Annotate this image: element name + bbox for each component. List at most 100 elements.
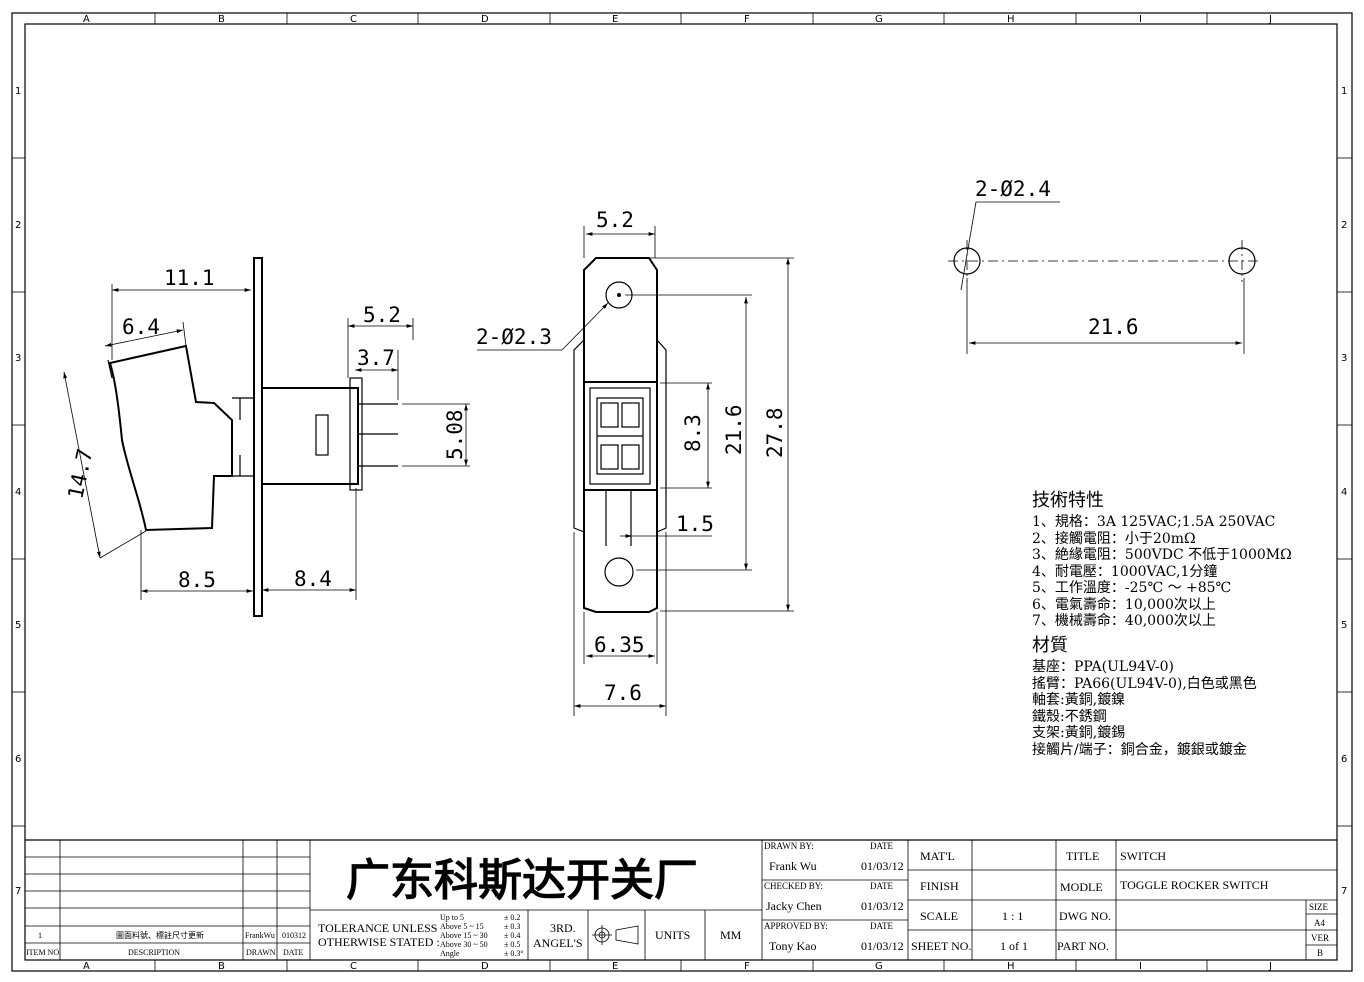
spec-notes: 技術特性 1、規格：3A 125VAC;1.5A 250VAC 2、接觸電阻：小… xyxy=(1032,490,1292,758)
dim-label: 2-Ø2.4 xyxy=(975,177,1051,201)
col-label: H xyxy=(1007,14,1015,25)
scale-label: SCALE xyxy=(920,909,958,923)
col-label: G xyxy=(875,14,883,25)
dim-label: 21.6 xyxy=(722,404,746,455)
spec-item: 3、絶緣電阻：500VDC 不低于1000MΩ xyxy=(1032,547,1292,563)
row-label: 4 xyxy=(1341,487,1347,498)
spec-item: 1、規格：3A 125VAC;1.5A 250VAC xyxy=(1032,514,1275,530)
tol-value: ± 0.3° xyxy=(504,949,524,958)
row-label: 7 xyxy=(1341,886,1347,897)
front-view: 5.2 2-Ø2.3 8.3 21.6 27.8 1.5 6.35 7.6 xyxy=(476,208,794,716)
tol-range: Angle xyxy=(440,949,460,958)
zone-labels: A B C D E F G H I J A B C D E F G H I J … xyxy=(15,14,1347,972)
dim-label: 14.7 xyxy=(63,447,97,501)
dim-label: 5.2 xyxy=(363,303,401,327)
model-value: TOGGLE ROCKER SWITCH xyxy=(1120,878,1269,892)
units-label: UNITS xyxy=(655,928,690,942)
dim-label: 2-Ø2.3 xyxy=(476,325,552,349)
dim-label: 8.3 xyxy=(681,414,705,452)
drawn-date: 01/03/12 xyxy=(861,859,904,873)
rev-item-no: 1 xyxy=(38,931,42,940)
dim-label: 5.2 xyxy=(596,208,634,232)
finish-label: FINISH xyxy=(920,879,959,893)
sheet-value: 1 of 1 xyxy=(1000,939,1028,953)
matl-label: MAT'L xyxy=(920,849,955,863)
row-label: 6 xyxy=(15,754,21,765)
approved-by: Tony Kao xyxy=(769,939,816,953)
date-label: DATE xyxy=(870,841,893,851)
col-label: B xyxy=(218,14,225,25)
title-block: 1 圖面料號、標註尺寸更新 FrankWu 010312 ITEM NO. DE… xyxy=(25,839,1337,960)
spec-item: 6、電氣壽命：10,000次以上 xyxy=(1032,596,1216,613)
size-label: SIZE xyxy=(1309,902,1329,912)
col-label: D xyxy=(481,961,489,972)
material-item: 軸套:黃銅,鍍鎳 xyxy=(1032,691,1125,708)
part-no-label: PART NO. xyxy=(1057,939,1109,953)
approved-date: 01/03/12 xyxy=(861,939,904,953)
title-label: TITLE xyxy=(1066,849,1099,863)
col-label: J xyxy=(1268,14,1272,25)
row-label: 1 xyxy=(15,86,21,97)
col-label: F xyxy=(744,961,750,972)
ver-label: VER xyxy=(1311,933,1329,943)
dim-label: 3.7 xyxy=(357,346,395,370)
material-item: 支架:黃銅,鍍錫 xyxy=(1032,724,1125,741)
side-view: 11.1 6.4 14.7 8.5 8.4 5.2 3.7 5.08 xyxy=(63,257,470,617)
row-label: 3 xyxy=(15,353,21,364)
size-value: A4 xyxy=(1314,918,1325,928)
projection-label: ANGEL'S xyxy=(533,936,583,950)
projection-symbol-icon xyxy=(592,925,639,945)
tol-value: ± 0.5 xyxy=(504,940,520,949)
tol-value: ± 0.3 xyxy=(504,922,520,931)
rev-drawn: FrankWu xyxy=(245,931,275,940)
dim-label: 6.35 xyxy=(594,633,645,657)
material-item: 基座：PPA(UL94V-0) xyxy=(1032,658,1174,675)
row-label: 4 xyxy=(15,487,21,498)
material-item: 接觸片/端子：銅合金，鍍銀或鍍金 xyxy=(1032,741,1247,758)
row-label: 5 xyxy=(1341,620,1347,631)
tolerance-label: TOLERANCE UNLESS xyxy=(318,921,437,935)
col-label: E xyxy=(612,961,618,972)
units-value: MM xyxy=(720,928,742,942)
dwg-no-label: DWG NO. xyxy=(1059,909,1111,923)
mounting-hole xyxy=(604,557,634,587)
col-label: C xyxy=(350,14,357,25)
model-label: MODLE xyxy=(1060,880,1103,894)
checked-by: Jacky Chen xyxy=(766,899,822,913)
col-label: D xyxy=(481,14,489,25)
terminal-outline xyxy=(583,257,658,613)
col-label: B xyxy=(218,961,225,972)
material-item: 搖臂：PA66(UL94V-0),白色或黑色 xyxy=(1032,675,1257,692)
tol-value: ± 0.4 xyxy=(504,931,520,940)
rev-header-desc: DESCRIPTION xyxy=(128,948,180,957)
col-label: E xyxy=(612,14,618,25)
dim-label: 1.5 xyxy=(676,512,714,536)
spec-title: 技術特性 xyxy=(1032,490,1104,511)
rev-description: 圖面料號、標註尺寸更新 xyxy=(116,930,204,940)
ver-value: B xyxy=(1317,948,1323,958)
col-label: A xyxy=(83,961,90,972)
col-label: I xyxy=(1139,961,1142,972)
switch-housing xyxy=(583,381,658,491)
tol-value: ± 0.2 xyxy=(504,913,520,922)
drawn-by: Frank Wu xyxy=(769,859,817,873)
dim-label: 27.8 xyxy=(763,407,787,458)
material-item: 鐵殼:不銹鋼 xyxy=(1032,708,1107,725)
rev-header-item: ITEM NO. xyxy=(26,948,61,957)
material-title: 材質 xyxy=(1032,635,1068,656)
rev-date: 010312 xyxy=(282,931,306,940)
spec-item: 2、接觸電阻：小于20mΩ xyxy=(1032,530,1196,547)
rocker-body xyxy=(108,344,233,532)
tol-range: Above 30 ~ 50 xyxy=(440,940,488,949)
col-label: C xyxy=(350,961,357,972)
spec-item: 7、機械壽命：40,000次以上 xyxy=(1032,612,1216,629)
col-label: G xyxy=(875,961,883,972)
revision-table xyxy=(25,840,311,960)
dim-label: 8.4 xyxy=(294,567,332,591)
outer-border xyxy=(11,12,1353,972)
drawn-by-label: DRAWN BY: xyxy=(764,841,814,851)
inner-border xyxy=(24,23,1338,961)
col-label: J xyxy=(1268,961,1272,972)
dim-label: 6.4 xyxy=(122,315,160,339)
